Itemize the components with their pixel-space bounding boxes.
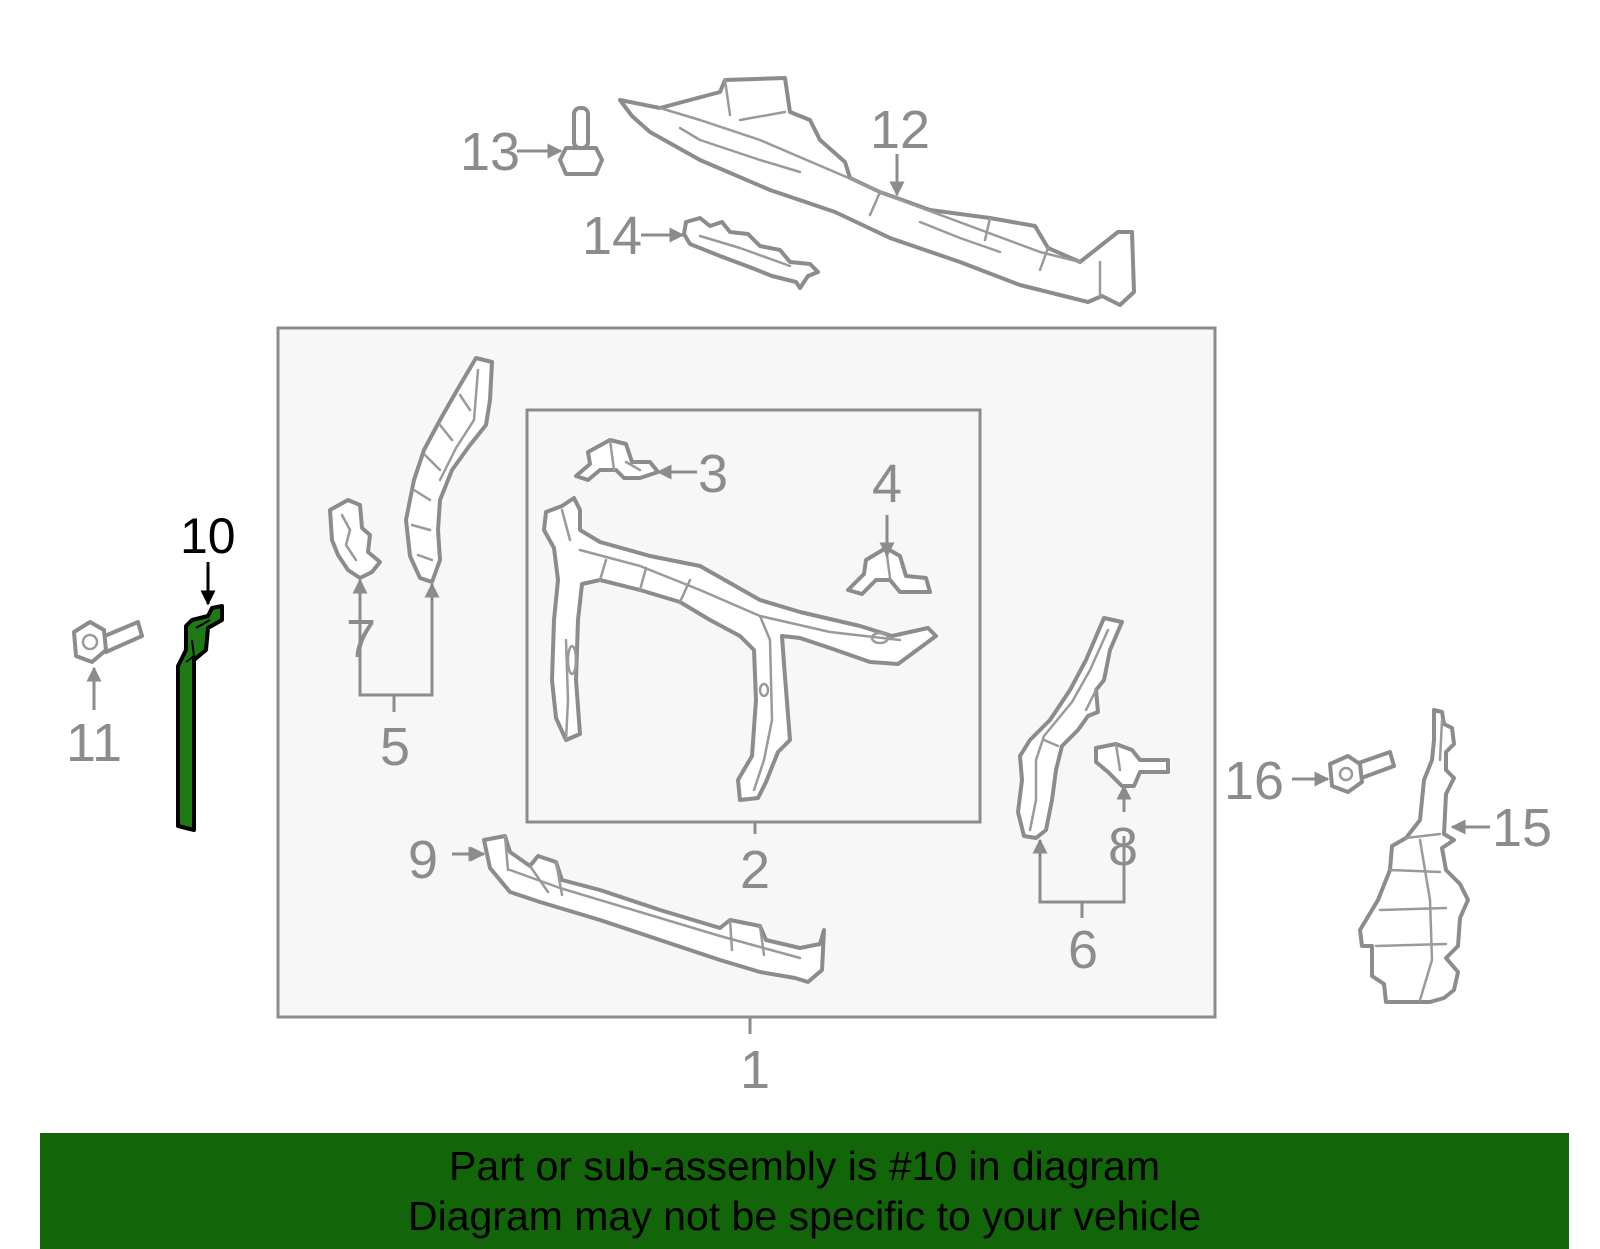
part-6-right-upright[interactable] — [1016, 616, 1124, 840]
part-10-bracket-highlighted[interactable] — [176, 604, 224, 832]
part-5-left-upright[interactable] — [404, 356, 494, 584]
part-12-upper-support[interactable] — [618, 76, 1136, 307]
info-banner: Part or sub-assembly is #10 in diagram D… — [40, 1133, 1569, 1249]
callout-2: 2 — [740, 840, 770, 900]
callout-7: 7 — [346, 609, 376, 669]
callout-3: 3 — [698, 444, 728, 504]
callout-12: 12 — [870, 100, 930, 160]
part-9-lower-crossmember[interactable] — [482, 834, 826, 984]
part-3-bracket[interactable] — [574, 438, 660, 482]
callout-1: 1 — [740, 1040, 770, 1100]
banner-line-1: Part or sub-assembly is #10 in diagram — [449, 1143, 1160, 1189]
part-7-bracket[interactable] — [328, 498, 382, 580]
callout-5: 5 — [380, 717, 410, 777]
callout-10: 10 — [180, 508, 236, 564]
banner-line-2: Diagram may not be specific to your vehi… — [407, 1193, 1201, 1239]
callout-15: 15 — [1492, 798, 1552, 858]
part-13-bolt[interactable] — [558, 106, 604, 176]
part-16-bolt[interactable] — [1328, 750, 1396, 794]
callout-14: 14 — [582, 206, 642, 266]
part-15-side-deflector[interactable] — [1358, 708, 1470, 1004]
callout-16: 16 — [1224, 751, 1284, 811]
part-2-center-frame[interactable] — [542, 496, 938, 802]
leader-lines — [86, 143, 1490, 1034]
callout-6: 6 — [1068, 920, 1098, 980]
callout-11: 11 — [66, 713, 122, 773]
callout-4: 4 — [872, 454, 902, 514]
part-11-bolt[interactable] — [72, 620, 144, 664]
callout-13: 13 — [460, 122, 520, 182]
callout-labels: 1 2 3 4 5 6 7 8 9 10 11 12 13 14 15 16 — [66, 100, 1552, 1100]
part-8-bracket[interactable] — [1094, 742, 1170, 788]
part-14-bracket[interactable] — [682, 216, 820, 290]
callout-8: 8 — [1108, 817, 1138, 877]
callout-9: 9 — [408, 830, 438, 890]
